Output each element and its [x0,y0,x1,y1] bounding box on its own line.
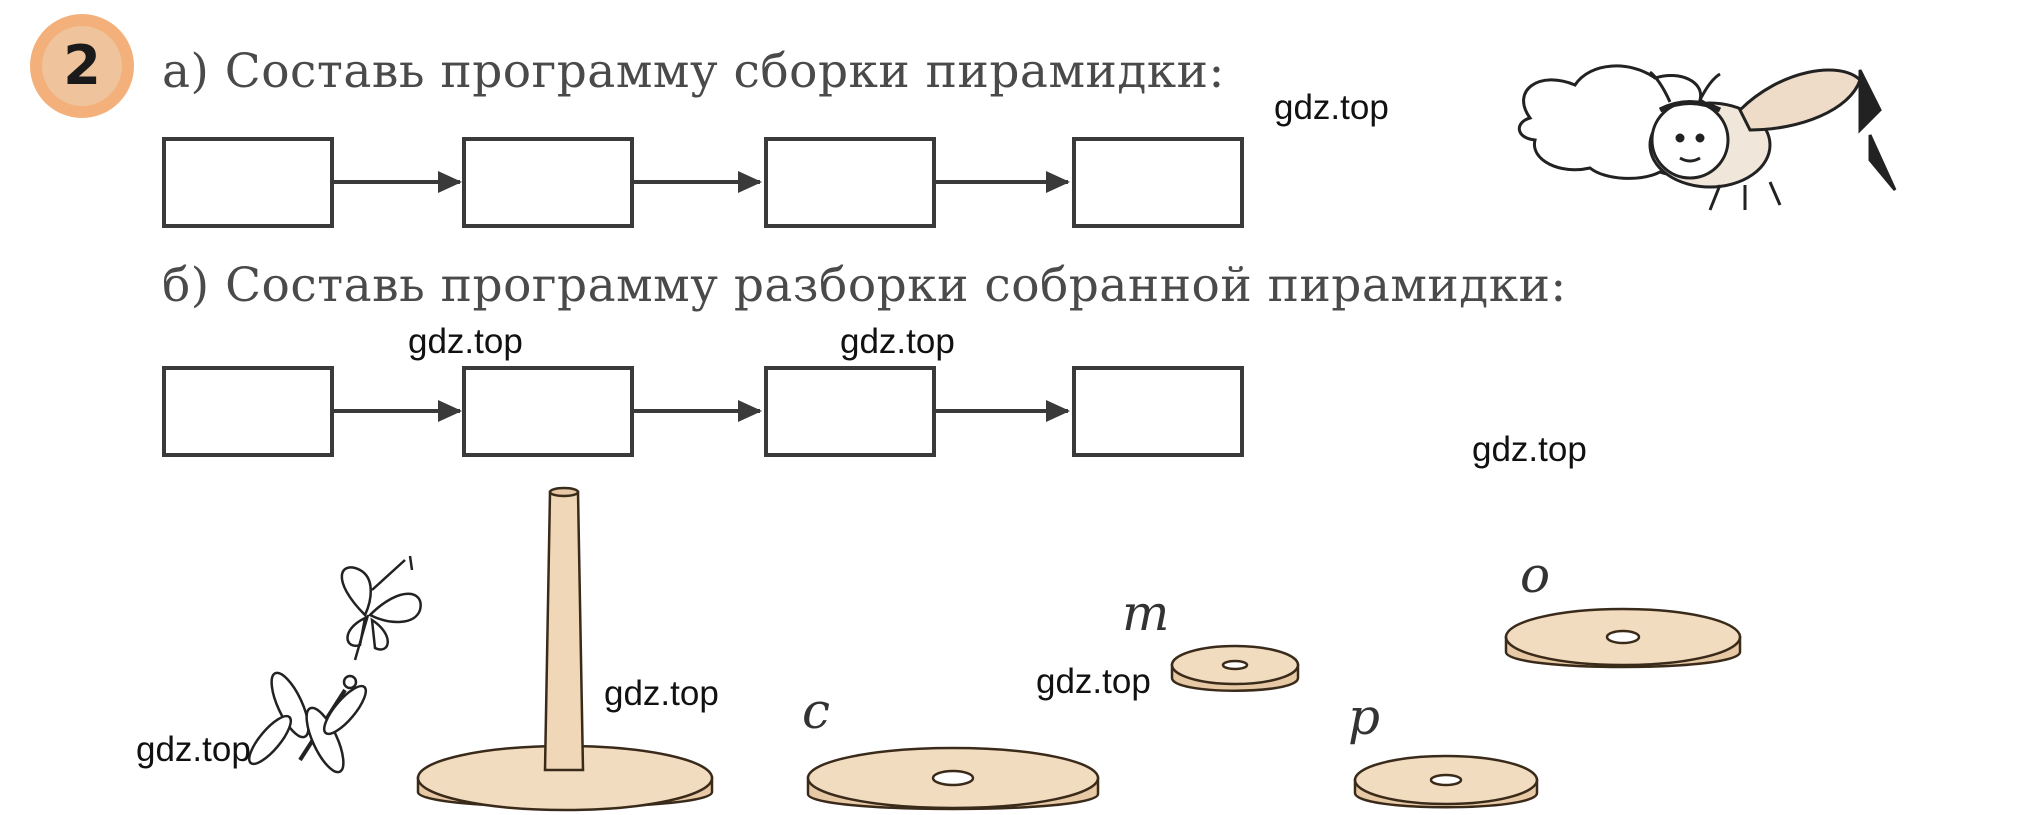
ring-label-m: m [1122,584,1170,642]
dragonfly-illustration [248,671,367,774]
butterfly-illustration [340,555,422,661]
answer-box-b1[interactable] [162,366,334,457]
answer-box-a3[interactable] [764,137,936,228]
ring-m [1170,644,1300,692]
watermark: gdz.top [604,674,719,713]
ring-o [1504,607,1742,669]
arrow-icon [634,400,762,422]
ring-label-p: p [1348,688,1381,746]
task-number-badge: 2 [30,14,134,118]
ring-label-o: o [1520,546,1551,604]
ring-c [806,746,1100,811]
answer-box-b3[interactable] [764,366,936,457]
answer-box-b2[interactable] [462,366,634,457]
answer-box-b4[interactable] [1072,366,1244,457]
pyramid-base [416,486,714,812]
arrow-icon [634,171,762,193]
watermark: gdz.top [136,730,251,769]
arrow-icon [936,400,1070,422]
task-a-text: а) Составь программу сборки пирамидки: [162,44,1225,99]
answer-box-a4[interactable] [1072,137,1244,228]
ring-label-c: c [802,682,831,740]
watermark: gdz.top [1472,430,1587,469]
answer-box-a1[interactable] [162,137,334,228]
bee-illustration [1517,64,1897,211]
ring-p [1353,754,1539,809]
watermark: gdz.top [1036,662,1151,701]
watermark: gdz.top [1274,88,1389,127]
watermark: gdz.top [840,322,955,361]
watermark: gdz.top [408,322,523,361]
arrow-icon [334,171,462,193]
task-b-text: б) Составь программу разборки собранной … [162,258,1567,313]
arrow-icon [334,400,462,422]
arrow-icon [936,171,1070,193]
answer-box-a2[interactable] [462,137,634,228]
badge-inner-circle [42,26,122,106]
task-number: 2 [63,34,101,97]
